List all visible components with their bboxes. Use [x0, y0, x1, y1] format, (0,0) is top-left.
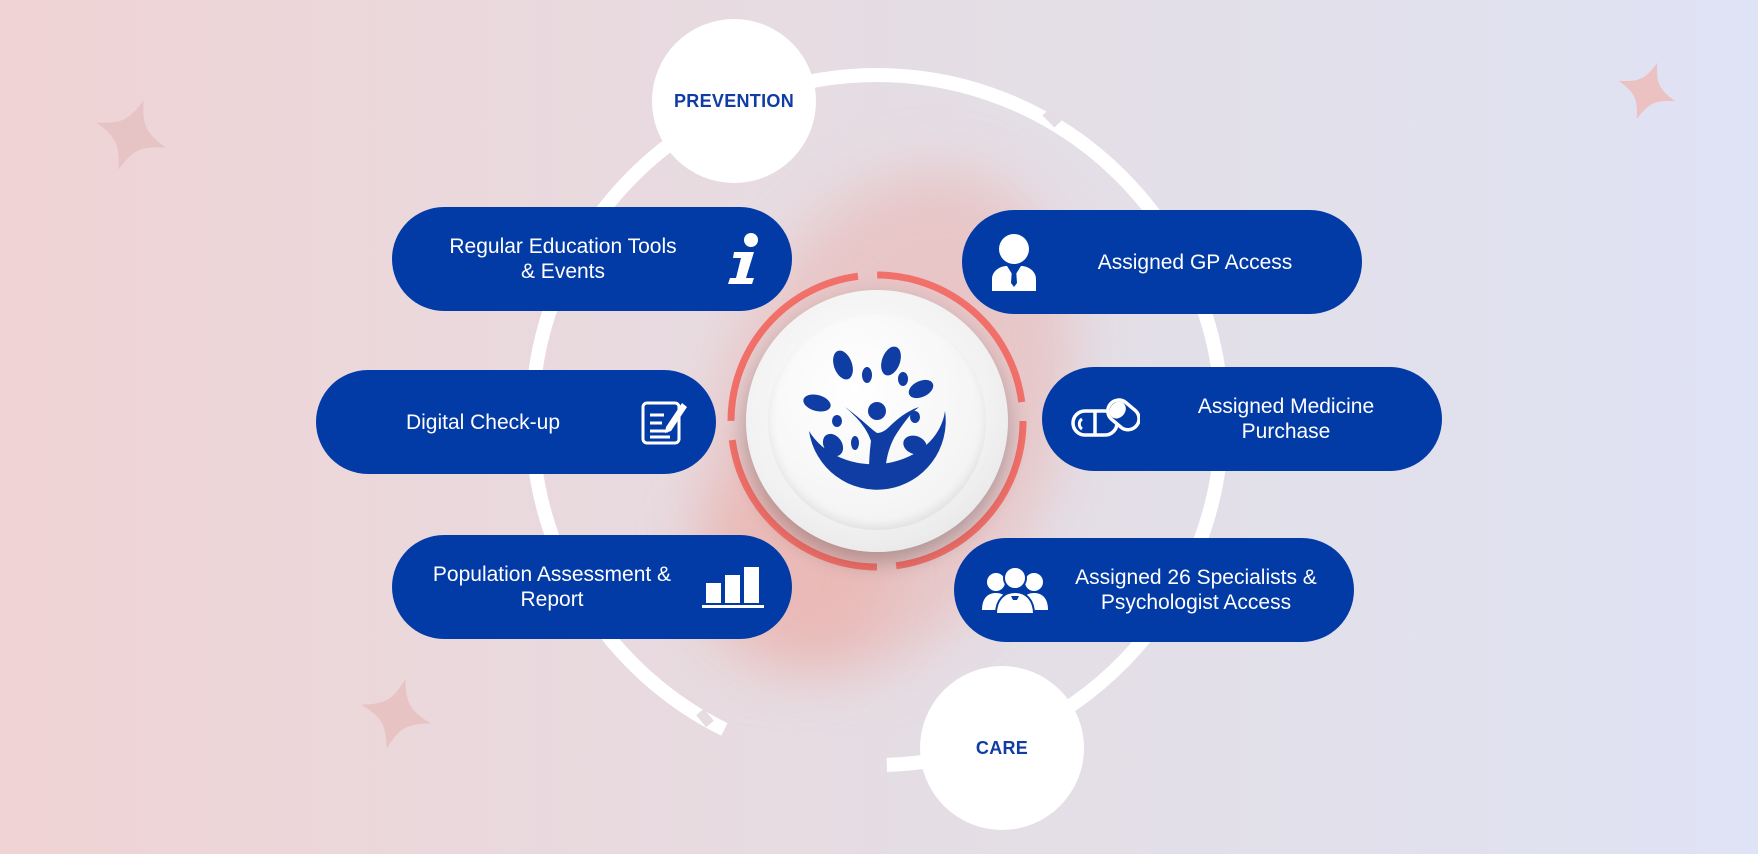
center-logo-container	[768, 312, 986, 530]
service-specialists-access[interactable]: Assigned 26 Specialists & Psychologist A…	[954, 538, 1354, 642]
tree-person-logo-icon	[803, 346, 946, 490]
doctor-icon	[990, 233, 1038, 291]
phase-label-care: CARE	[920, 666, 1084, 830]
service-gp-access[interactable]: Assigned GP Access	[962, 210, 1362, 314]
group-icon	[982, 566, 1048, 614]
service-education-tools[interactable]: Regular Education Tools & Events	[392, 207, 792, 311]
sparkle-icon	[1618, 62, 1676, 120]
ring-gap	[1042, 108, 1062, 128]
service-label: Regular Education Tools & Events	[449, 235, 677, 283]
ring-gap	[696, 708, 714, 728]
info-icon	[724, 232, 764, 286]
service-medicine-purchase[interactable]: Assigned Medicine Purchase	[1042, 367, 1442, 471]
center-ring	[727, 271, 1027, 571]
pills-icon	[1070, 395, 1140, 443]
sparkle-icon	[361, 679, 431, 749]
service-label: Assigned Medicine Purchase	[1197, 395, 1375, 443]
service-label: Digital Check-up	[405, 410, 561, 434]
phase-care-text: CARE	[975, 737, 1029, 758]
bar-chart-icon	[702, 565, 764, 609]
service-label: Assigned 26 Specialists & Psychologist A…	[1075, 566, 1317, 614]
service-label: Population Assessment & Report	[432, 563, 672, 611]
phase-label-prevention: PREVENTION	[652, 19, 816, 183]
phase-prevention-text: PREVENTION	[673, 90, 795, 111]
service-population-assessment[interactable]: Population Assessment & Report	[392, 535, 792, 639]
checklist-icon	[640, 397, 688, 447]
sparkle-icon	[96, 100, 166, 170]
service-label: Assigned GP Access	[1097, 250, 1293, 274]
service-digital-checkup[interactable]: Digital Check-up	[316, 370, 716, 474]
